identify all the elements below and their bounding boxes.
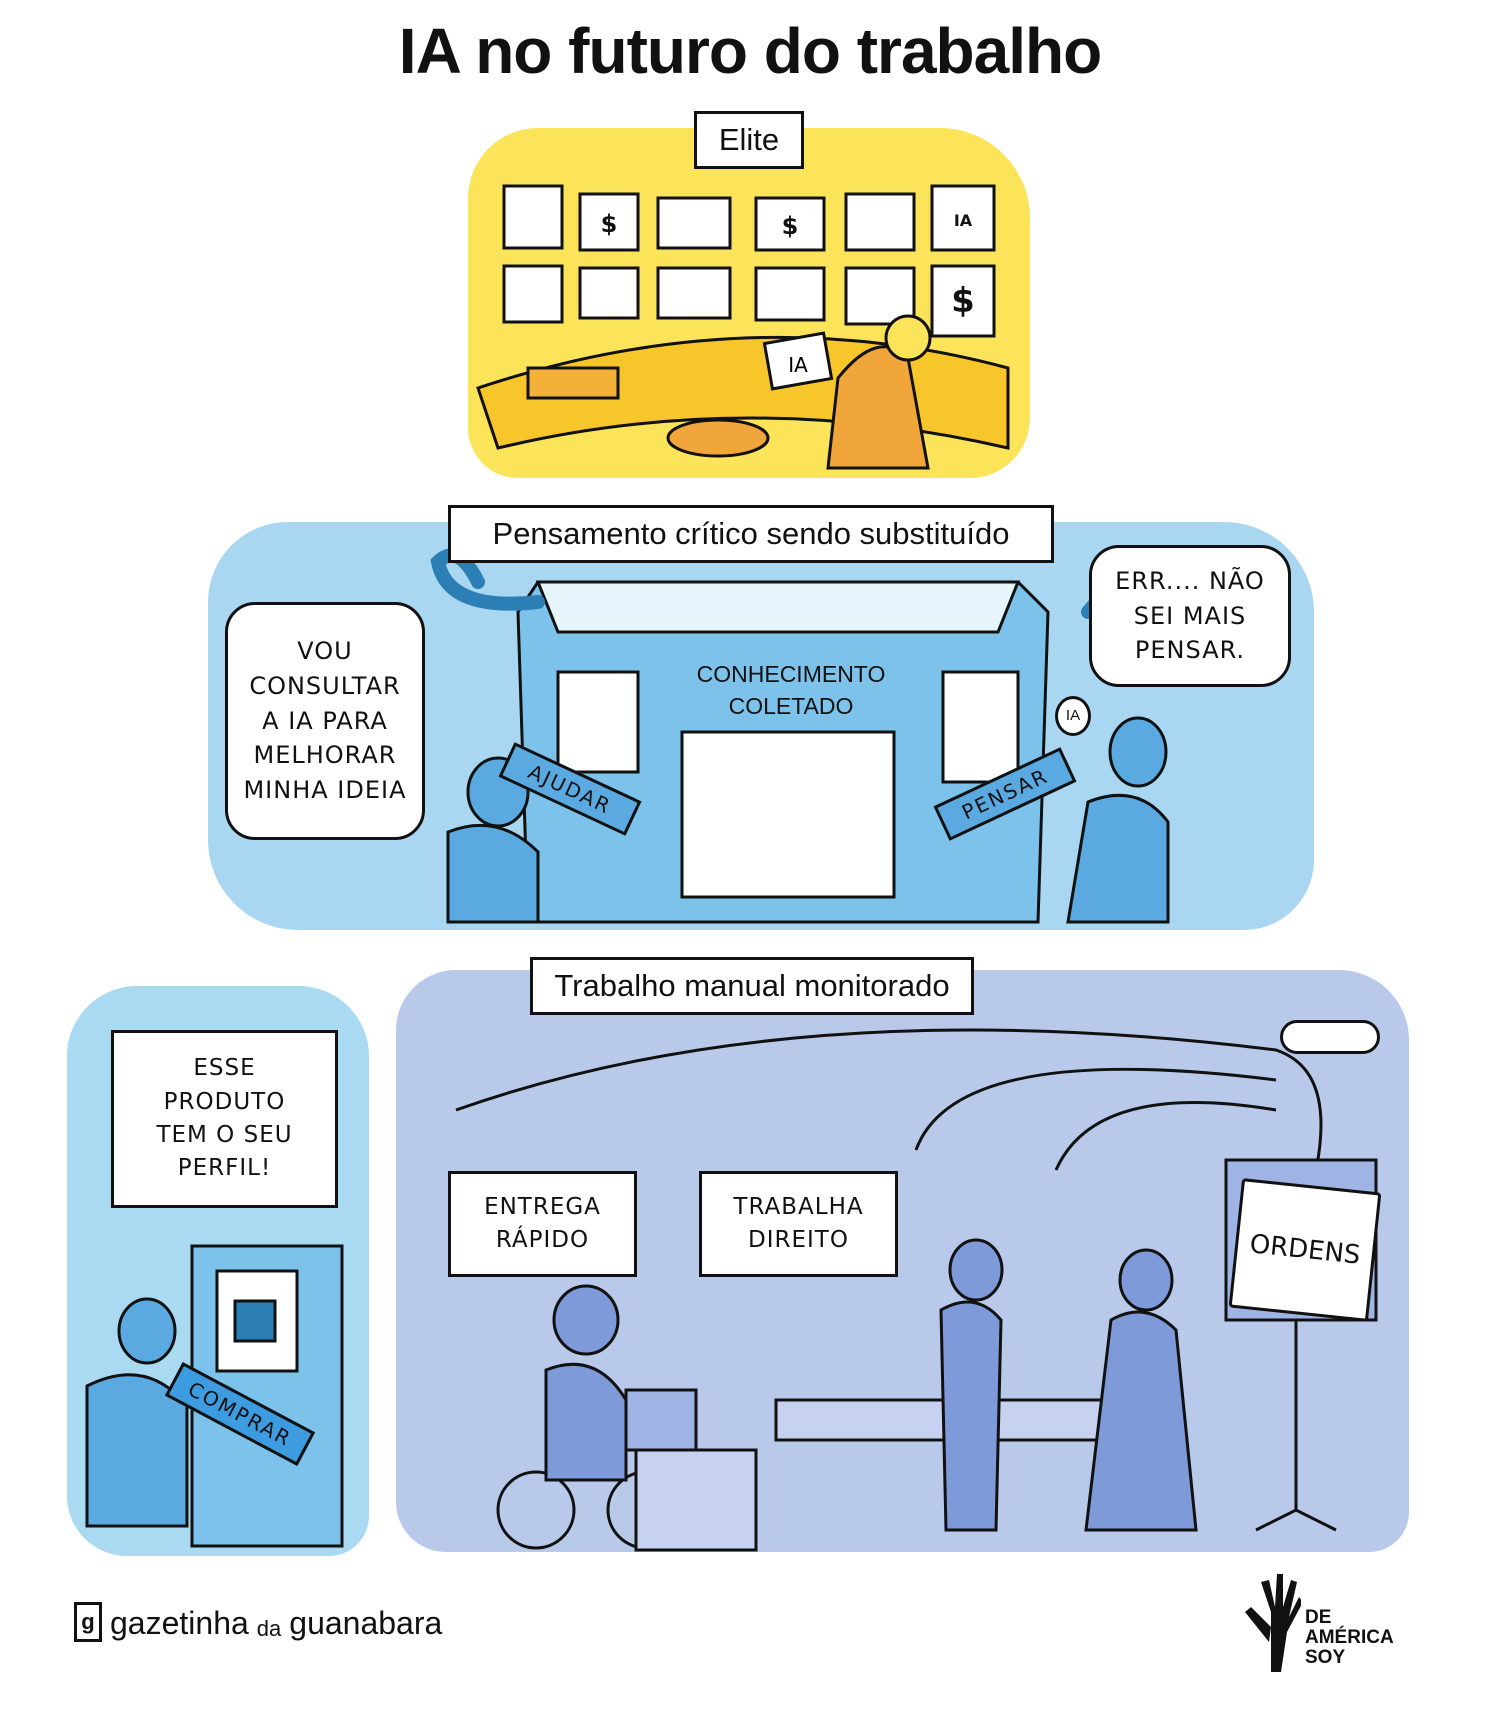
de-america-soy-logo: DE AMÉRICA SOY (1241, 1572, 1411, 1672)
manual-work-label: Trabalho manual monitorado (530, 957, 974, 1015)
box-line: ENTREGA (484, 1193, 601, 1220)
elite-panel: $ $ IA $ IA (468, 128, 1030, 478)
bubble-line: PRODUTO (163, 1088, 286, 1115)
book-g-icon: g (74, 1602, 102, 1642)
shopping-illustration (85, 1244, 344, 1548)
orders-screen: ORDENS (1228, 1178, 1382, 1322)
bubble-line: MINHA IDEIA (243, 776, 407, 805)
collected-knowledge-label: CONHECIMENTO COLETADO (690, 658, 892, 722)
speech-bubble-consult-ai: VOU CONSULTAR A IA PARA MELHORAR MINHA I… (225, 602, 425, 840)
screen-ia: IA (954, 211, 973, 230)
screen-dollar: $ (782, 212, 799, 240)
bubble-line: PENSAR. (1134, 636, 1246, 665)
bubble-line: VOU (297, 637, 353, 665)
logo-word: DE (1305, 1607, 1332, 1628)
bubble-line: ERR.... NÃO (1115, 566, 1265, 595)
logo-word: guanabara (289, 1605, 443, 1641)
logo-word: da (256, 1616, 282, 1641)
svg-text:IA: IA (788, 353, 808, 377)
fast-delivery-box: ENTREGA RÁPIDO (448, 1171, 637, 1277)
bubble-line: CONSULTAR (249, 671, 401, 700)
gazetinha-logo: g gazetinha da guanabara (74, 1602, 442, 1642)
box-line: DIREITO (748, 1227, 849, 1253)
laptop-icon: IA (762, 331, 834, 391)
ia-bulb-icon: IA (1055, 696, 1091, 736)
raised-hand-icon (1245, 1574, 1301, 1672)
logo-word: SOY (1305, 1646, 1346, 1668)
bubble-line: PERFIL! (177, 1155, 272, 1182)
speech-bubble-product-profile: ESSE PRODUTO TEM O SEU PERFIL! (111, 1030, 338, 1208)
work-right-box: TRABALHA DIREITO (699, 1171, 898, 1277)
critical-thinking-label: Pensamento crítico sendo substituído (448, 505, 1054, 563)
bubble-line: ESSE (193, 1055, 256, 1082)
page-title: IA no futuro do trabalho (398, 15, 1102, 87)
bubble-line: A IA PARA (262, 706, 388, 735)
elite-label: Elite (694, 111, 804, 169)
screen-dollar: $ (601, 210, 618, 238)
bubble-line: TEM O SEU (156, 1122, 293, 1148)
logo-word: gazetinha (110, 1605, 249, 1641)
bubble-line: MELHORAR (253, 741, 397, 770)
screen-dollar: $ (951, 281, 975, 321)
surveillance-camera-icon (1280, 1020, 1380, 1054)
machine-label-line: COLETADO (728, 693, 854, 720)
bubble-line: SEI MAIS (1133, 601, 1247, 630)
logo-word: AMÉRICA (1305, 1626, 1394, 1648)
box-line: TRABALHA (733, 1193, 864, 1220)
machine-label-line: CONHECIMENTO (696, 661, 886, 687)
elite-illustration: $ $ IA $ IA (476, 184, 1010, 470)
box-line: RÁPIDO (495, 1227, 590, 1253)
speech-bubble-cant-think: ERR.... NÃO SEI MAIS PENSAR. (1089, 545, 1291, 687)
